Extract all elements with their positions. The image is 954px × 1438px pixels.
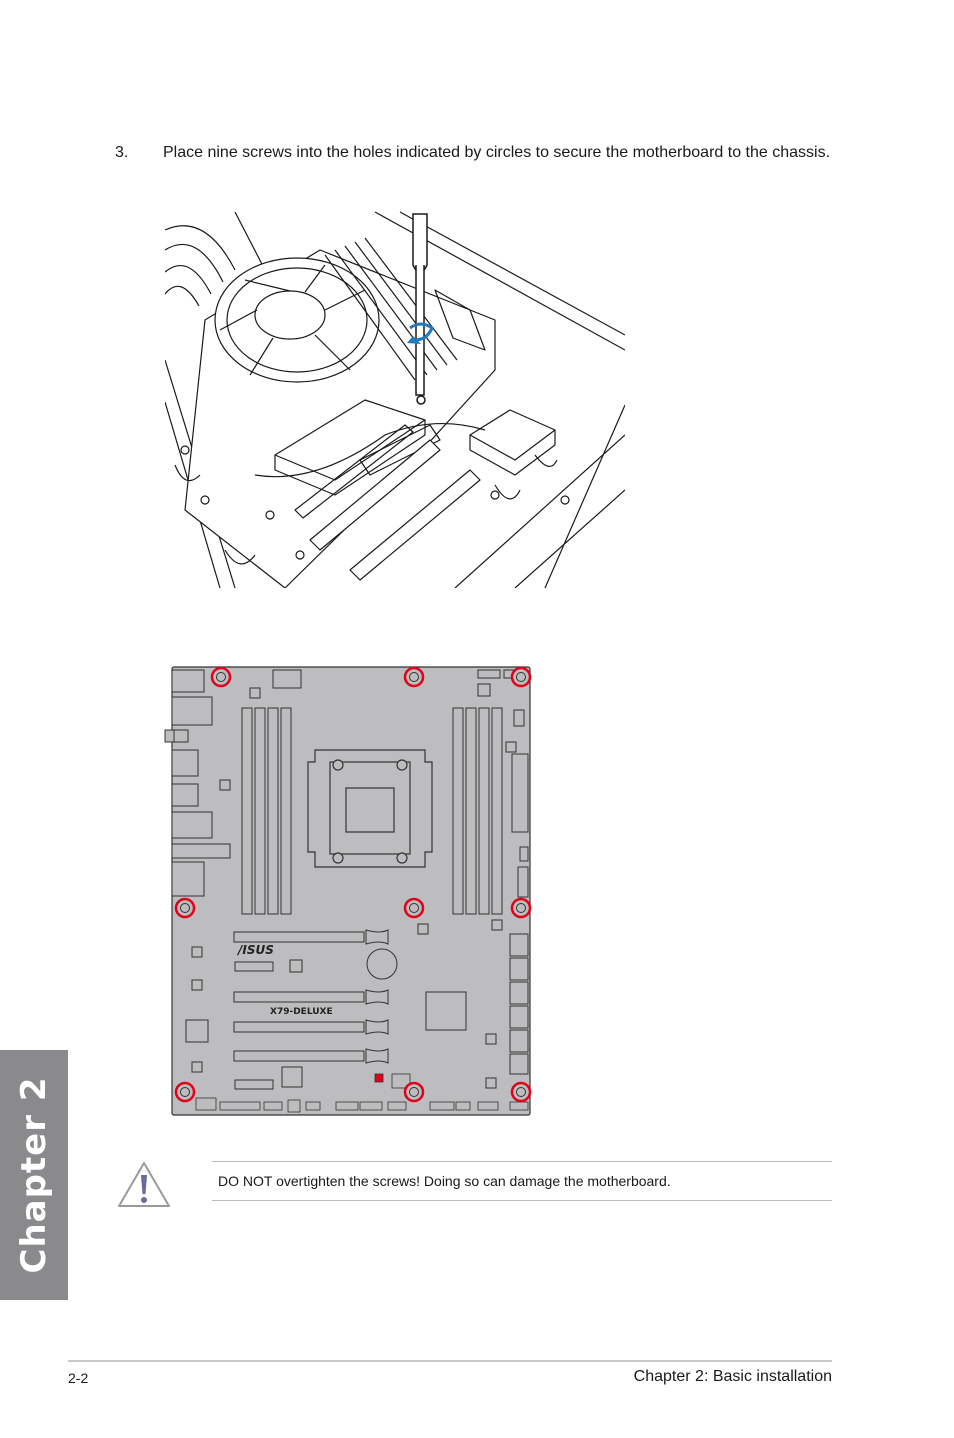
page-number: 2-2 xyxy=(68,1370,89,1386)
footer-divider xyxy=(68,1360,832,1362)
motherboard-screw-diagram: /ISUS X79-DELUXE xyxy=(164,666,532,1116)
footer-chapter-title: Chapter 2: Basic installation xyxy=(633,1368,832,1385)
chapter-tab-label: Chapter 2 xyxy=(14,1076,54,1274)
warning-note-text: DO NOT overtighten the screws! Doing so … xyxy=(218,1173,671,1189)
warning-exclamation-icon xyxy=(118,1162,170,1207)
step-number: 3. xyxy=(115,144,129,161)
note-bottom-divider xyxy=(212,1200,832,1201)
chapter-side-tab: Chapter 2 xyxy=(0,1050,68,1300)
chassis-screwdriver-illustration xyxy=(165,211,625,588)
note-top-divider xyxy=(212,1161,832,1162)
brand-logo: /ISUS xyxy=(236,943,274,957)
model-label: X79-DELUXE xyxy=(270,1007,333,1017)
step-text: Place nine screws into the holes indicat… xyxy=(163,144,831,161)
